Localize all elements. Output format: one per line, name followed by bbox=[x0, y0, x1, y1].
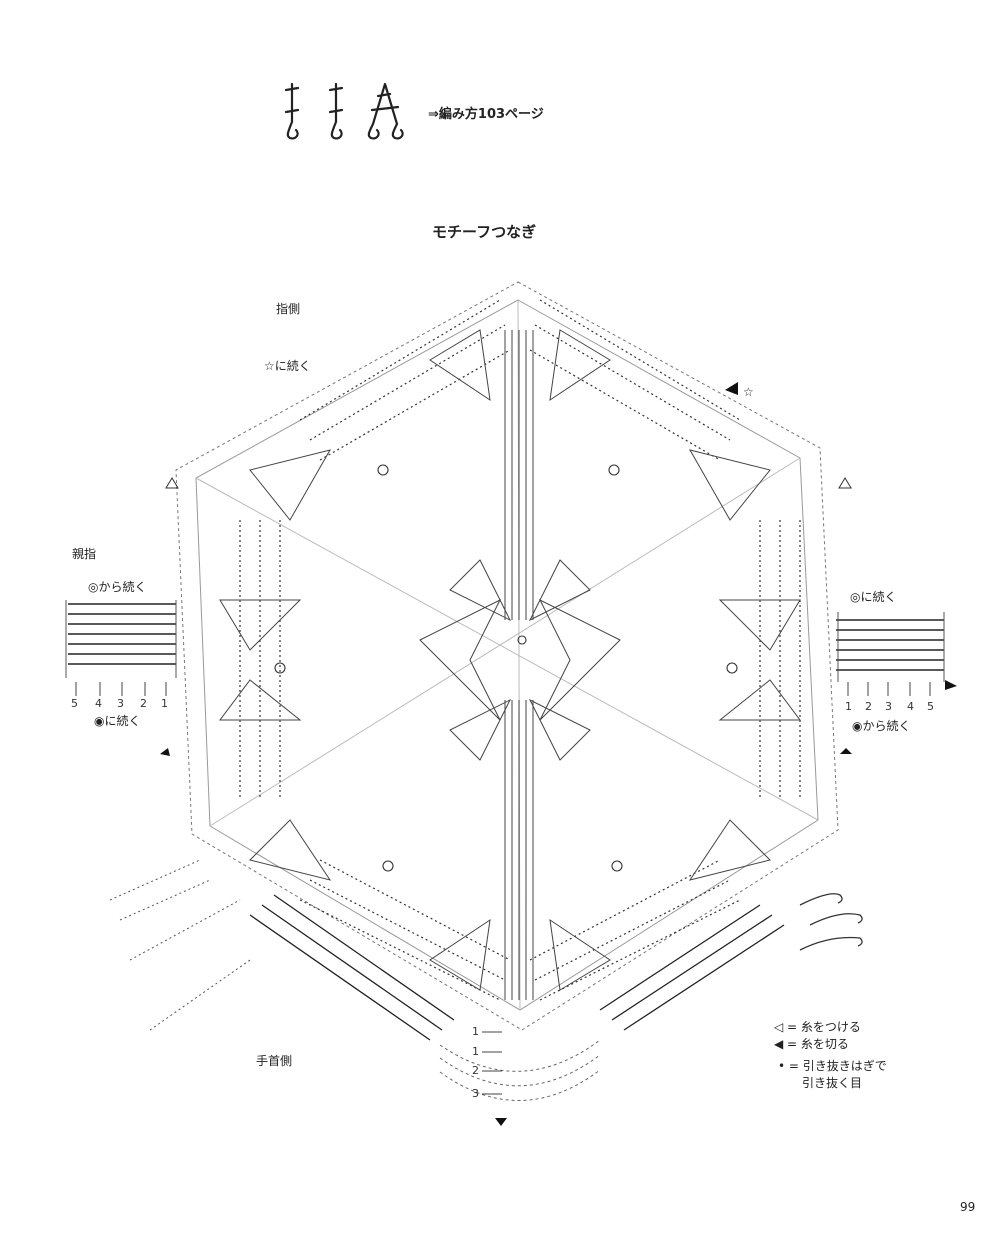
diagram-title: モチーフつなぎ bbox=[432, 223, 537, 241]
legend-slip-2: 引き抜く目 bbox=[802, 1076, 863, 1090]
left-number: 1 bbox=[161, 697, 168, 710]
right-number: 1 bbox=[845, 700, 852, 713]
legend-attach: ◁ = 糸をつける bbox=[774, 1020, 861, 1034]
right-number: 5 bbox=[927, 700, 934, 713]
legend-cut: ◀ = 糸を切る bbox=[774, 1037, 849, 1051]
left-continue-label: ◉に続く bbox=[94, 714, 141, 728]
legend-slip: • = 引き抜きはぎで bbox=[778, 1059, 887, 1073]
right-continue-label: ◎に続く bbox=[850, 590, 897, 604]
star-continue-label: ☆に続く bbox=[264, 359, 311, 373]
pattern-reference: ⇒編み方103ページ bbox=[428, 107, 544, 122]
right-number: 3 bbox=[885, 700, 892, 713]
right-from-label: ◉から続く bbox=[852, 719, 911, 733]
bottom-number: 1 bbox=[472, 1045, 479, 1058]
wrist-side-label: 手首側 bbox=[256, 1054, 293, 1068]
left-number: 3 bbox=[117, 697, 124, 710]
bottom-number: 1 bbox=[472, 1025, 479, 1038]
left-from-label: ◎から続く bbox=[88, 580, 147, 594]
right-number: 4 bbox=[907, 700, 914, 713]
left-number: 5 bbox=[71, 697, 78, 710]
right-number: 2 bbox=[865, 700, 872, 713]
finger-side-label: 指側 bbox=[276, 302, 301, 316]
thumb-label: 親指 bbox=[72, 547, 97, 561]
page-number: 99 bbox=[960, 1200, 976, 1214]
bottom-number: 2 bbox=[472, 1064, 479, 1077]
bottom-number: 3 bbox=[472, 1087, 479, 1100]
left-number: 2 bbox=[140, 697, 147, 710]
star-label: ☆ bbox=[743, 385, 754, 399]
left-number: 4 bbox=[95, 697, 102, 710]
